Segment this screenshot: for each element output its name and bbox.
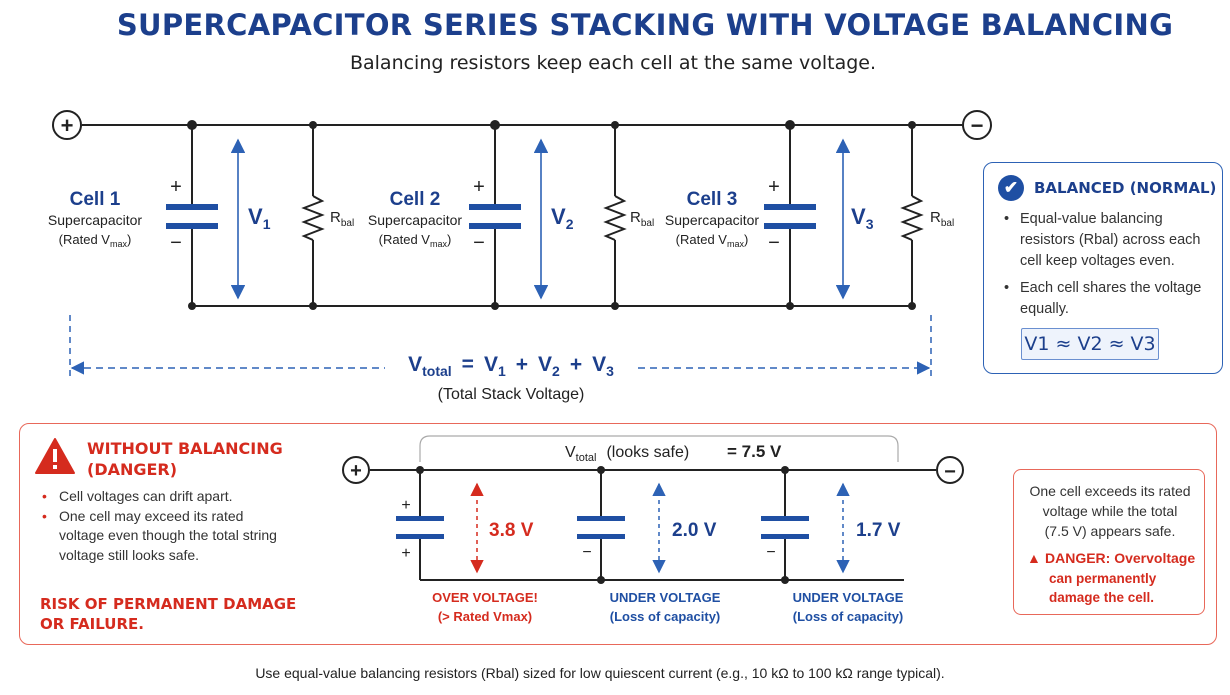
unbalanced-negative-label: − [944,461,956,483]
cell-2-type: Supercapacitor [368,212,463,228]
cell-3-resistor-label: Rbal [930,209,954,229]
risk-warning-line: OR FAILURE. [40,615,144,633]
warning-triangle-icon [35,438,75,474]
unbalanced-cell-1-plate [396,534,444,539]
cell-3-capacitor-plate [764,204,816,210]
unbalanced-total-value: = 7.5 V [727,442,782,461]
unbalanced-cell-1-voltage: 3.8 V [489,520,534,541]
total-voltage-equation: Vtotal=V1+V2+V3 [408,353,614,379]
cell-1-resistor-label: Rbal [330,209,354,229]
unbalanced-positive-label: + [350,460,362,482]
unbalanced-cell-3-detail: (Loss of capacity) [793,609,904,624]
note-line: voltage while the total [1042,503,1178,519]
cell-1-plus: + [170,176,182,198]
unbalanced-cell-1-detail: (> Rated Vmax) [438,609,532,624]
cell-3-plus: + [768,176,780,198]
unbalanced-title-line: (DANGER) [87,460,178,479]
balanced-panel: ✔ BALANCED (NORMAL) Equal-value balancin… [983,162,1223,374]
danger-label: DANGER: Overvoltage [1045,550,1196,566]
cell-3-minus: − [768,232,780,254]
unbalanced-cell-3-plate [761,516,809,521]
risk-warning: RISK OF PERMANENT DAMAGE OR FAILURE. [40,594,296,634]
unbalanced-cell-2-minus: − [582,544,591,561]
cell-3-name: Cell 3 [687,189,738,210]
unbalanced-cell-3-status: UNDER VOLTAGE [793,590,904,605]
overvoltage-danger-note: ▲DANGER: Overvoltage can permanently dam… [1027,549,1202,608]
negative-terminal-label: − [971,113,984,138]
balanced-bullet-list: Equal-value balancing resistors (Rbal) a… [998,209,1218,326]
unbalanced-panel [19,423,1217,645]
total-voltage-dimension: Vtotal=V1+V2+V3 (Total Stack Voltage) [69,315,932,403]
unbalanced-cell-1-plus: + [401,497,410,514]
unbalanced-total-label: Vtotal(looks safe) [565,444,689,464]
total-voltage-caption: (Total Stack Voltage) [438,386,585,403]
unbalanced-cell-1-minus: + [401,545,410,562]
cell-1-capacitor-plate [166,204,218,210]
balanced-bullet: Equal-value balancing resistors (Rbal) a… [998,209,1218,272]
cell-3-capacitor-plate [764,223,816,229]
cell-3-voltage-label: V3 [851,204,874,232]
overvoltage-note-box [1013,469,1205,615]
positive-terminal: + [52,110,82,140]
cell-1-name: Cell 1 [70,189,121,210]
cell-3-resistor [900,195,924,241]
negative-terminal: − [962,110,992,140]
unbalanced-bullet: One cell may exceed its rated voltage ev… [40,507,280,566]
unbalanced-cell-2-voltage: 2.0 V [672,520,717,541]
cell-1-rating: (Rated Vmax) [59,232,132,249]
unbalanced-cell-2-status: UNDER VOLTAGE [610,590,721,605]
unbalanced-panel-title: WITHOUT BALANCING (DANGER) [87,438,283,480]
unbalanced-bullet: Cell voltages can drift apart. [40,487,280,507]
top-rails [82,124,962,307]
footer-note: Use equal-value balancing resistors (Rba… [255,665,945,681]
positive-terminal-label: + [61,113,74,138]
cell-1: + − V1 Rbal Cell 1 Supercapacitor (Rated… [48,125,354,306]
cell-2-capacitor-plate [469,204,521,210]
diagram-subtitle: Balancing resistors keep each cell at th… [349,52,877,74]
cell-1-capacitor-plate [166,223,218,229]
balanced-panel-header: ✔ BALANCED (NORMAL) [998,175,1216,201]
warning-small-icon: ▲ [1027,550,1041,566]
cell-2-capacitor-plate [469,223,521,229]
cell-1-voltage-label: V1 [248,204,271,232]
risk-warning-line: RISK OF PERMANENT DAMAGE [40,595,297,613]
unbalanced-cell-3-voltage: 1.7 V [856,520,901,541]
balanced-bullet: Each cell shares the voltage equally. [998,278,1218,320]
diagram-title: SUPERCAPACITOR SERIES STACKING WITH VOLT… [116,8,1174,42]
danger-description: can permanently damage the cell. [1049,570,1157,606]
cell-2-rating: (Rated Vmax) [379,232,452,249]
balanced-equation: V1 ≈ V2 ≈ V3 [1021,328,1159,360]
note-line: One cell exceeds its rated [1029,483,1191,499]
cell-2-resistor-label: Rbal [630,209,654,229]
cell-1-minus: − [170,232,182,254]
cell-2-voltage-label: V2 [551,204,574,232]
cell-3-rating: (Rated Vmax) [676,232,749,249]
overvoltage-note-text: One cell exceeds its rated voltage while… [1020,481,1200,541]
cell-2-plus: + [473,176,485,198]
balanced-panel-title: BALANCED (NORMAL) [1034,179,1217,197]
unbalanced-circuit: Vtotal(looks safe) = 7.5 V + − + + 3.8 V… [342,435,964,624]
check-circle-icon: ✔ [998,175,1024,201]
unbalanced-cell-3-minus: − [766,544,775,561]
unbalanced-title-line: WITHOUT BALANCING [87,439,283,458]
unbalanced-cell-1-status: OVER VOLTAGE! [432,590,538,605]
unbalanced-cell-3-plate [761,534,809,539]
cell-1-resistor [301,195,325,241]
unbalanced-cell-1-plate [396,516,444,521]
cell-2-resistor [603,195,627,241]
cell-1-type: Supercapacitor [48,212,143,228]
cell-2-minus: − [473,232,485,254]
unbalanced-cell-2-plate [577,516,625,521]
unbalanced-cell-2-detail: (Loss of capacity) [610,609,721,624]
unbalanced-cell-2-plate [577,534,625,539]
cell-2-name: Cell 2 [390,189,441,210]
note-line: (7.5 V) appears safe. [1044,523,1176,539]
cell-3: + − V3 Rbal Cell 3 Supercapacitor (Rated… [665,125,954,306]
cell-3-type: Supercapacitor [665,212,760,228]
cell-2: + − V2 Rbal Cell 2 Supercapacitor (Rated… [368,125,654,306]
unbalanced-bullet-list: Cell voltages can drift apart. One cell … [40,487,280,565]
